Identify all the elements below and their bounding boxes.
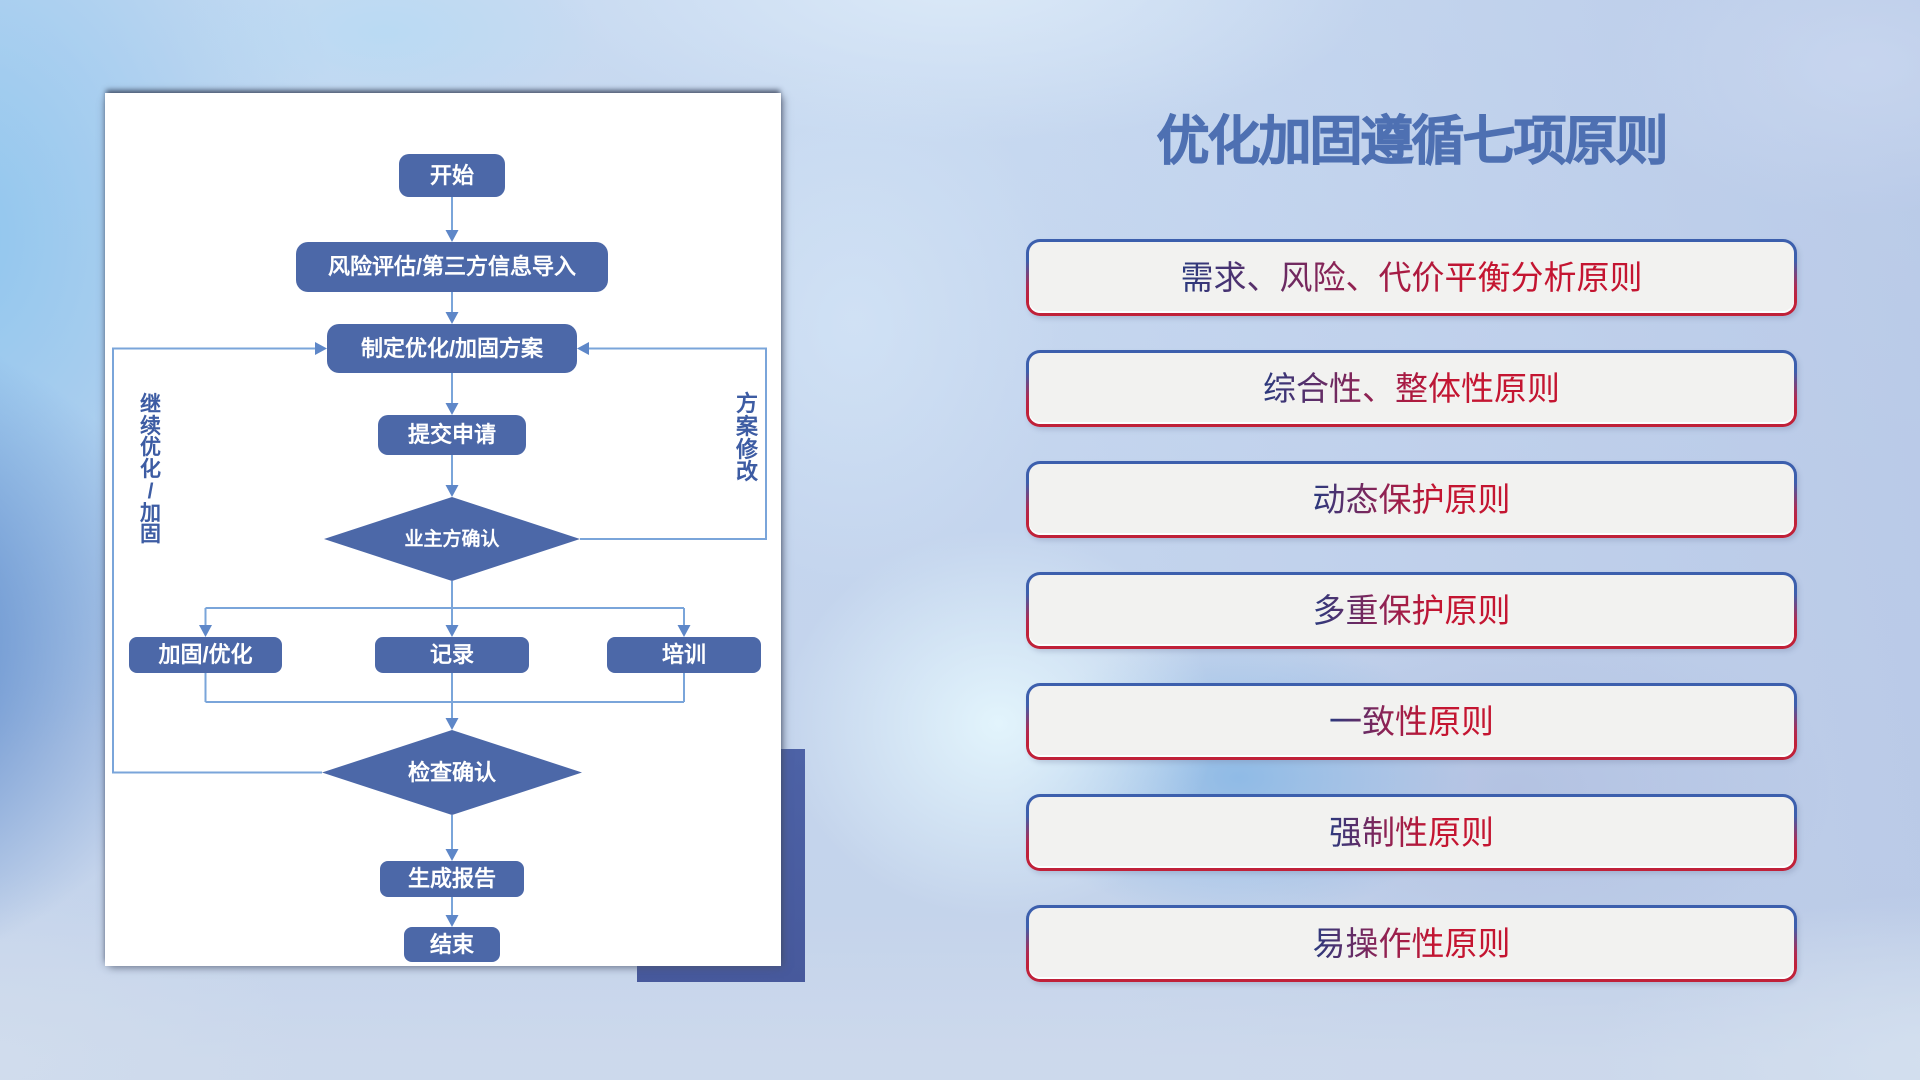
flow-connectors [112, 197, 767, 927]
flow-node-report: 生成报告 [380, 861, 524, 897]
principle-item: 需求、风险、代价平衡分析原则 [1026, 239, 1797, 316]
flow-node-record: 记录 [375, 637, 529, 673]
flowchart-card: 开始 风险评估/第三方信息导入 制定优化/加固方案 提交申请 业主方确认 加固/… [105, 93, 781, 966]
flow-node-start: 开始 [399, 154, 505, 197]
loop-label-revise: 方案修改 [735, 391, 758, 485]
flow-node-reinforce: 加固/优化 [129, 637, 282, 673]
principle-item: 多重保护原则 [1026, 572, 1797, 649]
principle-label: 强制性原则 [1329, 814, 1494, 851]
principle-label: 多重保护原则 [1312, 592, 1511, 629]
page-title: 优化加固遵循七项原则 [1156, 112, 1669, 172]
principle-label: 一致性原则 [1329, 703, 1494, 740]
principle-item: 动态保护原则 [1026, 461, 1797, 538]
principle-item-body: 多重保护原则 [1029, 575, 1794, 646]
principle-label: 动态保护原则 [1312, 481, 1511, 518]
principle-label: 易操作性原则 [1312, 925, 1511, 962]
flow-node-end: 结束 [404, 927, 500, 962]
principle-item-body: 动态保护原则 [1029, 464, 1794, 535]
principle-item-body: 需求、风险、代价平衡分析原则 [1029, 242, 1794, 313]
principle-item: 一致性原则 [1026, 683, 1797, 760]
flow-node-submit: 提交申请 [378, 415, 526, 455]
principle-item-body: 综合性、整体性原则 [1029, 353, 1794, 424]
principle-item: 综合性、整体性原则 [1026, 350, 1797, 427]
flow-node-make-plan: 制定优化/加固方案 [327, 324, 577, 373]
principle-item: 易操作性原则 [1026, 905, 1797, 982]
principle-item-body: 强制性原则 [1029, 797, 1794, 868]
principle-label: 综合性、整体性原则 [1263, 370, 1560, 407]
principle-item: 强制性原则 [1026, 794, 1797, 871]
principle-item-body: 易操作性原则 [1029, 908, 1794, 979]
principle-item-body: 一致性原则 [1029, 686, 1794, 757]
loop-label-continue: 继续优化/加固 [140, 393, 161, 547]
principle-label: 需求、风险、代价平衡分析原则 [1180, 259, 1643, 296]
flow-node-training: 培训 [607, 637, 761, 673]
flow-node-risk-import: 风险评估/第三方信息导入 [296, 242, 608, 292]
